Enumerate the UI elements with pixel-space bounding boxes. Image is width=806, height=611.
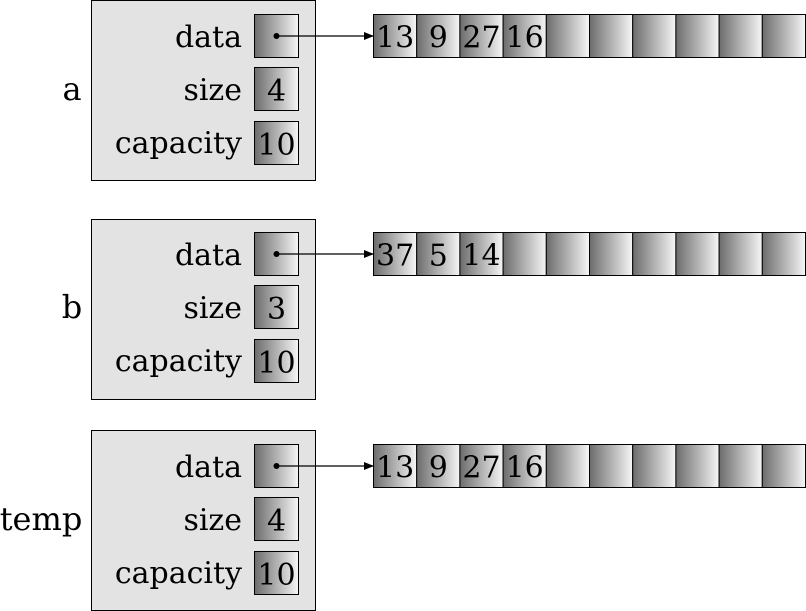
- array-cell: [718, 444, 763, 488]
- array-b: 37 5 14: [373, 232, 806, 276]
- object-name-temp: temp: [0, 500, 82, 538]
- array-cell-value: 27: [462, 451, 500, 486]
- array-cell: [459, 14, 504, 58]
- array-cell-value: 37: [376, 239, 414, 274]
- array-cell-value: 13: [376, 451, 414, 486]
- array-cell: [416, 232, 461, 276]
- field-label-data: data: [175, 450, 242, 485]
- array-cell-value: 13: [376, 21, 414, 56]
- array-cell: [761, 232, 806, 276]
- field-label-size: size: [183, 503, 242, 538]
- field-label-data: data: [175, 238, 242, 273]
- field-label-capacity: capacity: [115, 556, 242, 591]
- array-cell: [459, 444, 504, 488]
- array-cell-value: 9: [429, 21, 448, 56]
- object-b: b data size capacity 3 10 37 5 14: [62, 219, 806, 400]
- array-cell: [761, 14, 806, 58]
- array-cell-value: 27: [462, 21, 500, 56]
- array-cell: [545, 232, 590, 276]
- array-cell: [718, 14, 763, 58]
- array-cell: [632, 232, 677, 276]
- object-name-b: b: [62, 288, 82, 326]
- field-label-capacity: capacity: [115, 126, 242, 161]
- capacity-value: 10: [257, 558, 295, 593]
- capacity-cell: [254, 121, 299, 165]
- object-name-a: a: [62, 70, 81, 108]
- array-cell: [373, 14, 418, 58]
- array-cell-value: 16: [506, 451, 544, 486]
- array-cell: [459, 232, 504, 276]
- array-cell: [675, 14, 720, 58]
- array-cell: [675, 232, 720, 276]
- array-cell: [718, 232, 763, 276]
- array-cell-value: 16: [506, 21, 544, 56]
- capacity-value: 10: [257, 346, 295, 381]
- array-cell: [589, 14, 634, 58]
- array-cell: [632, 444, 677, 488]
- array-cell: [373, 444, 418, 488]
- field-label-data: data: [175, 20, 242, 55]
- size-cell: [254, 285, 299, 329]
- array-cell: [632, 14, 677, 58]
- array-cell: [545, 14, 590, 58]
- array-cell: [589, 232, 634, 276]
- array-cell-value: 5: [429, 239, 448, 274]
- array-cell: [545, 444, 590, 488]
- array-cell: [502, 232, 547, 276]
- array-cell: [416, 14, 461, 58]
- array-cell-value: 9: [429, 451, 448, 486]
- array-cell: [761, 444, 806, 488]
- capacity-cell: [254, 551, 299, 595]
- array-cell: [373, 232, 418, 276]
- size-cell: [254, 497, 299, 541]
- size-value: 4: [267, 74, 286, 109]
- array-cell: [675, 444, 720, 488]
- size-value: 3: [267, 292, 286, 327]
- array-cell: [589, 444, 634, 488]
- field-label-size: size: [183, 291, 242, 326]
- size-value: 4: [267, 504, 286, 539]
- size-cell: [254, 67, 299, 111]
- field-label-capacity: capacity: [115, 344, 242, 379]
- array-cell: [502, 444, 547, 488]
- capacity-cell: [254, 339, 299, 383]
- field-label-size: size: [183, 73, 242, 108]
- capacity-value: 10: [257, 128, 295, 163]
- array-cell-value: 14: [462, 239, 500, 274]
